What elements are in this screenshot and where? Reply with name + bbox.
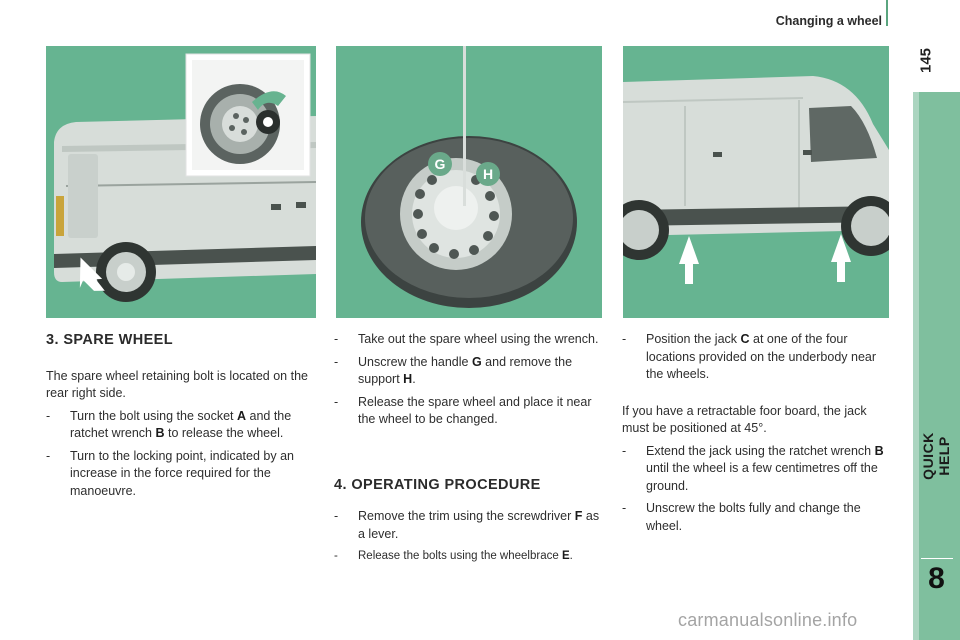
watermark: carmanualsonline.info [678,610,858,630]
list-item: -Remove the trim using the screwdriver F… [334,509,600,541]
list-item: -Extend the jack using the ratchet wrenc… [622,443,884,493]
list-item: -Unscrew the bolts fully and change the … [622,501,861,533]
list-item: -Turn to the locking point, indicated by… [46,448,294,498]
figure-spare-wheel: G H [336,46,602,318]
column-spare-wheel: 3. SPARE WHEEL The spare wheel retaining… [46,332,316,500]
callout-g: G [435,156,446,172]
list-item: -Unscrew the handle G and remove the sup… [334,354,573,387]
list-item: -Release the bolts using the wheelbrace … [334,550,573,562]
list-item: -Turn the bolt using the socket A and th… [46,408,292,441]
chapter-tab-label: QUICK HELP [920,432,952,480]
callout-h: H [483,166,493,182]
section-title-operating-procedure: 4. OPERATING PROCEDURE [334,476,541,493]
chapter-number: 8 [928,562,945,595]
figure-jack-points [623,46,889,318]
section-title-spare-wheel: 3. SPARE WHEEL [46,332,173,348]
list-item: -Take out the spare wheel using the wren… [334,332,599,346]
column-jack: -Position the jack C at one of the four … [622,331,892,535]
section-header: Changing a wheel [775,14,882,28]
chapter-tab[interactable] [913,92,960,640]
chapter-tab-strip [913,92,919,640]
figure-spare-wheel-location [46,46,316,318]
chapter-tab-divider [921,558,953,559]
jack-intro: If you have a retractable foor board, th… [622,403,867,436]
column-operating-procedure: -Take out the spare wheel using the wren… [334,331,604,566]
page-number: 145 [917,47,935,74]
list-item: -Position the jack C at one of the four … [622,332,877,381]
list-item: -Release the spare wheel and place it ne… [334,394,592,427]
header-rule [886,0,888,26]
spare-wheel-intro: The spare wheel retaining bolt is locate… [46,368,308,401]
